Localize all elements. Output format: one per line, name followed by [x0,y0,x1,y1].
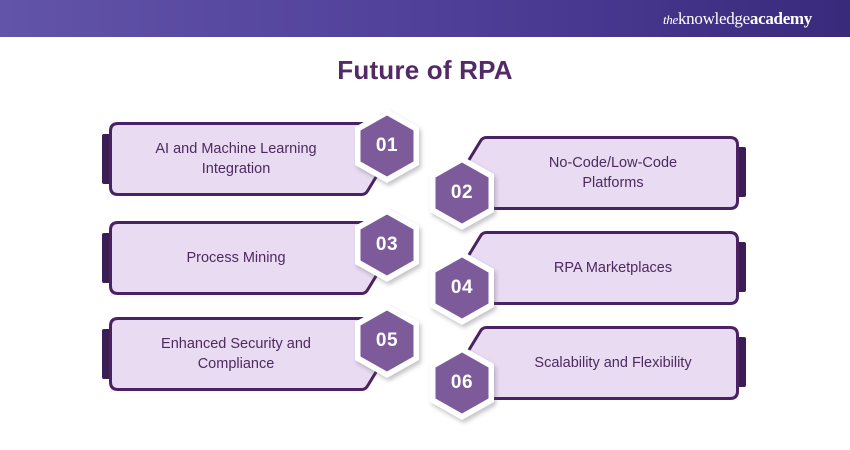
logo-academy: academy [749,8,812,28]
hexagon-badge: 06 [429,345,495,421]
card-label: RPA Marketplaces [553,260,673,276]
card-label: Enhanced Security and Compliance [161,336,311,372]
logo-the: the [663,11,678,27]
hexagon-icon [355,304,419,378]
card-item: RPA Marketplaces 04 [430,230,746,325]
card-item: Enhanced Security and Compliance 05 [102,304,419,392]
card-item: AI and Machine Learning Integration 01 [102,109,419,197]
card-label: Scalability and Flexibility [534,355,692,371]
brand-logo: theknowledgeacademy [663,9,812,29]
step-number: 03 [375,234,399,255]
hexagon-badge: 02 [429,155,495,231]
accent-bar [102,134,111,184]
logo-knowledge: knowledge [677,8,750,28]
card-label: No-Code/Low-Code Platforms [548,155,678,191]
step-number: 01 [375,135,399,156]
card-label: AI and Machine Learning Integration [155,141,317,177]
card-item: Process Mining 03 [102,208,419,296]
card-label: Process Mining [186,250,286,266]
accent-bar [102,233,111,283]
step-number: 02 [450,182,474,203]
hexagon-icon [430,156,494,230]
card-item: Scalability and Flexibility 06 [430,325,746,420]
hexagon-icon [430,251,494,325]
hexagon-badge: 01 [354,108,420,184]
page-title: Future of RPA [337,55,513,85]
hexagon-badge: 05 [354,303,420,379]
accent-bar [737,337,746,387]
hexagon-icon [355,109,419,183]
step-number: 05 [375,330,399,351]
hexagon-badge: 03 [354,207,420,283]
step-number: 06 [450,372,474,393]
accent-bar [737,147,746,197]
card-item: No-Code/Low-Code Platforms 02 [430,135,746,230]
accent-bar [102,329,111,379]
step-number: 04 [450,277,474,298]
hexagon-icon [355,208,419,282]
hexagon-icon [430,346,494,420]
accent-bar [737,242,746,292]
hexagon-badge: 04 [429,250,495,326]
header-bar: theknowledgeacademy [0,0,850,37]
